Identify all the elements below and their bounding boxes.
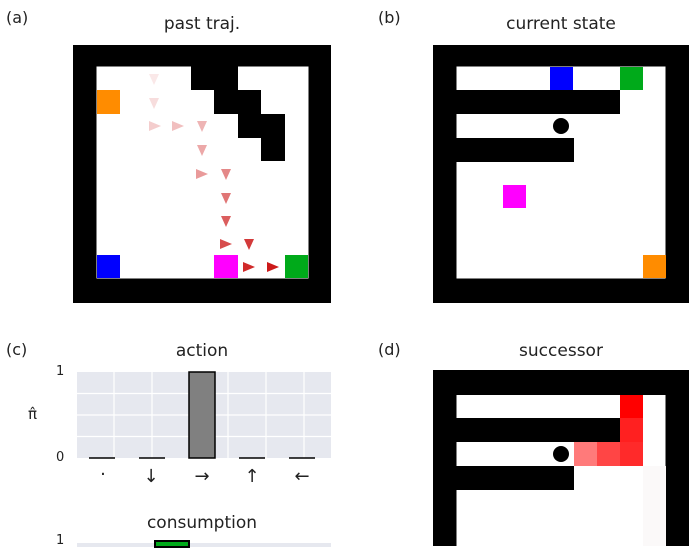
arrow-down <box>149 74 159 85</box>
arrow-down <box>221 193 231 204</box>
green-object <box>620 67 643 90</box>
magenta-object <box>214 255 238 278</box>
wall-block <box>261 138 285 161</box>
panel-title-consumption: consumption <box>146 513 258 533</box>
arrow-right <box>220 239 232 249</box>
wall-row <box>456 90 620 114</box>
xtick-right: → <box>194 466 210 487</box>
panel-title-b: current state <box>506 14 616 34</box>
magenta-object <box>503 185 526 208</box>
consumption-bar-chart <box>77 540 331 548</box>
grid-current-state <box>433 45 689 303</box>
panel-title-c: action <box>175 341 229 361</box>
panel-title-d: successor <box>519 341 603 361</box>
xtick-left: ← <box>294 466 310 487</box>
floor <box>96 66 309 279</box>
blue-object <box>97 255 120 278</box>
successor-cell <box>597 442 620 466</box>
wall-block <box>214 90 261 114</box>
faint-cells <box>643 466 666 546</box>
successor-cell <box>620 418 643 442</box>
arrow-right <box>243 262 255 272</box>
arrow-down <box>221 216 231 227</box>
trajectory-arrows <box>149 74 279 272</box>
ytick-top: 1 <box>56 364 65 379</box>
successor-cell <box>620 395 643 418</box>
arrow-right <box>172 121 184 131</box>
action-bar-chart <box>77 371 331 459</box>
orange-object <box>643 255 666 278</box>
arrow-right <box>196 169 208 179</box>
agent <box>553 118 569 134</box>
wall-block <box>238 114 285 138</box>
wall-row <box>456 418 620 442</box>
panel-label-d: (d) <box>378 340 401 359</box>
orange-object <box>97 90 120 114</box>
agent <box>553 446 569 462</box>
panel-label-b: (b) <box>378 8 401 27</box>
consumption-bar <box>154 540 190 548</box>
chart-background <box>77 543 331 547</box>
arrow-down <box>197 145 207 156</box>
consumption-ytick-top: 1 <box>56 533 65 548</box>
wall-row <box>456 138 574 162</box>
xtick-noop: · <box>100 464 106 485</box>
y-axis-label: π̂ <box>28 405 38 423</box>
action-bar-2 <box>188 371 216 459</box>
ytick-bottom: 0 <box>56 450 65 465</box>
successor-cell <box>574 442 597 466</box>
arrow-down <box>197 121 207 132</box>
arrow-right <box>267 262 279 272</box>
grid-past-trajectory <box>73 45 331 303</box>
arrow-right <box>149 121 161 131</box>
arrow-down <box>244 239 254 250</box>
green-object <box>285 255 308 278</box>
panel-title-a: past traj. <box>163 14 241 34</box>
wall-block <box>191 66 238 90</box>
grid-successor <box>433 370 689 546</box>
wall-row <box>456 466 574 490</box>
blue-object <box>550 67 573 90</box>
arrow-down <box>149 98 159 109</box>
panel-label-a: (a) <box>6 8 29 27</box>
successor-cell <box>620 442 643 466</box>
arrow-down <box>221 169 231 180</box>
panel-label-c: (c) <box>6 340 28 359</box>
xtick-down: ↓ <box>143 466 159 487</box>
xtick-up: ↑ <box>244 466 260 487</box>
